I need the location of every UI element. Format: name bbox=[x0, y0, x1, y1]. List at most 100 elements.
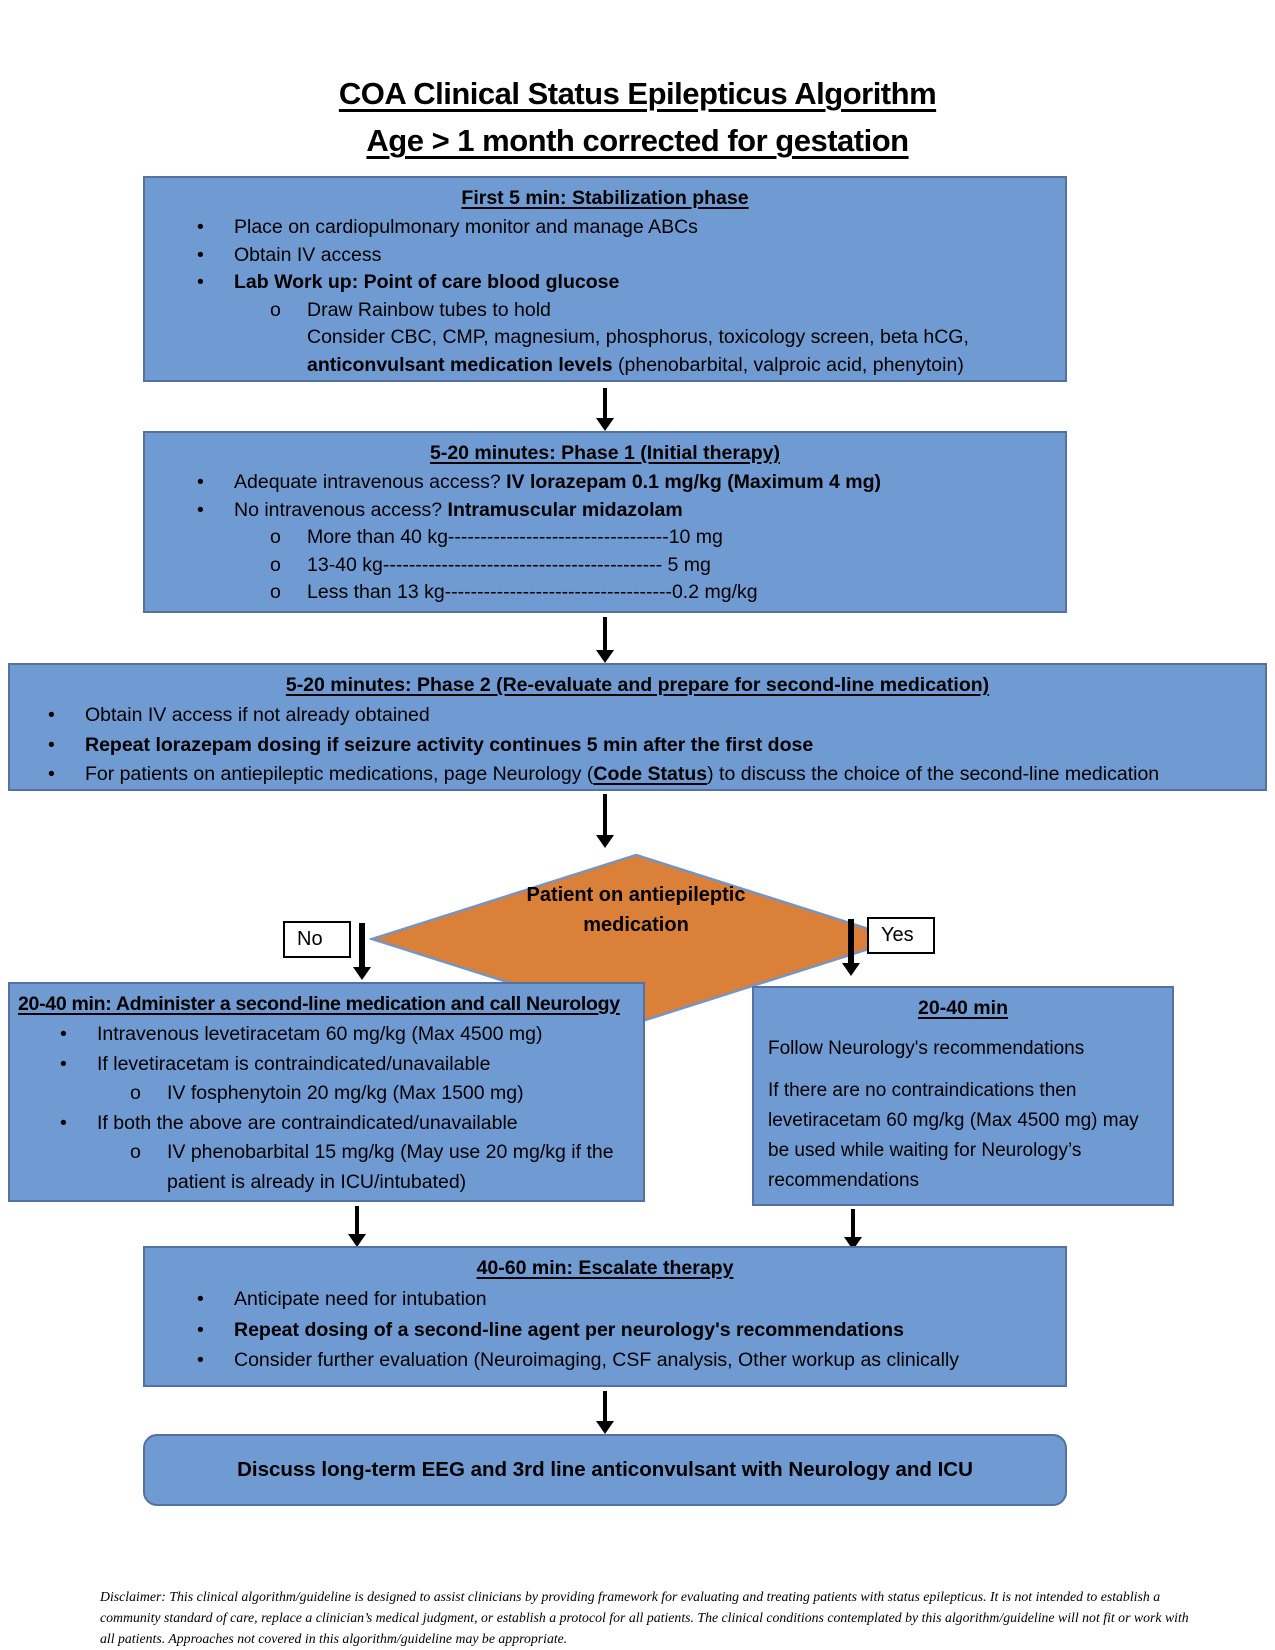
line: o Less than 13 kg------------------------… bbox=[145, 579, 1065, 607]
line-text: Place on cardiopulmonary monitor and man… bbox=[234, 216, 698, 238]
line-text: Intravenous levetiracetam 60 mg/kg (Max … bbox=[97, 1023, 543, 1045]
line-text: Less than 13 kg-------------------------… bbox=[307, 581, 758, 603]
line: • Obtain IV access if not already obtaine… bbox=[10, 701, 1265, 731]
phase2-box: 5-20 minutes: Phase 2 (Re-evaluate and p… bbox=[8, 663, 1267, 791]
line-text: anticonvulsant medication levels (phenob… bbox=[307, 353, 964, 376]
bullet-marker: • bbox=[60, 1111, 67, 1134]
follow-neurology-lines: Follow Neurology's recommendations If the… bbox=[754, 1034, 1172, 1196]
second-line-heading: 20-40 min: Administer a second-line medi… bbox=[18, 993, 620, 1015]
escalate-lines: •Anticipate need for intubation•Repeat d… bbox=[145, 1284, 1065, 1376]
line: anticonvulsant medication levels (phenob… bbox=[145, 352, 1065, 380]
line: • Adequate intravenous access? IV lorazep… bbox=[145, 469, 1065, 497]
follow-neurology-heading: 20-40 min bbox=[918, 997, 1008, 1019]
line-text: If levetiracetam is contraindicated/unav… bbox=[97, 1052, 491, 1075]
line: • Repeat lorazepam dosing if seizure acti… bbox=[10, 731, 1265, 761]
final-recommendation-box: Discuss long-term EEG and 3rd line antic… bbox=[143, 1434, 1067, 1506]
second-line-lines: • Intravenous levetiracetam 60 mg/kg (Max… bbox=[10, 1020, 643, 1197]
arrow-stem bbox=[355, 1206, 359, 1234]
line-text: Obtain IV access if not already obtained bbox=[85, 704, 430, 726]
phase1-heading: 5-20 minutes: Phase 1 (Initial therapy) bbox=[429, 442, 781, 464]
line-text: Consider CBC, CMP, magnesium, phosphorus… bbox=[307, 326, 969, 348]
circle-marker: o bbox=[130, 1082, 141, 1104]
phase2-lines: • Obtain IV access if not already obtaine… bbox=[10, 701, 1265, 790]
arrow-stem bbox=[603, 388, 607, 418]
line: • Obtain IV access bbox=[145, 242, 1065, 270]
line-text: Follow Neurology's recommendations bbox=[768, 1038, 1085, 1059]
yes-label-box: Yes bbox=[867, 917, 935, 954]
no-label: No bbox=[297, 928, 323, 950]
line-text: Repeat dosing of a second-line agent per… bbox=[234, 1318, 904, 1341]
line: o IV fosphenytoin 20 mg/kg (Max 1500 mg) bbox=[10, 1079, 643, 1109]
arrow-stem bbox=[603, 1391, 607, 1421]
bullet-marker: • bbox=[60, 1023, 67, 1045]
line: • Consider further evaluation (Neuroimagi… bbox=[145, 1345, 1065, 1376]
follow-neurology-box: 20-40 min Follow Neurology's recommendat… bbox=[752, 986, 1174, 1206]
second-line-medication-box: 20-40 min: Administer a second-line medi… bbox=[8, 982, 645, 1202]
line: o More than 40 kg------------------------… bbox=[145, 524, 1065, 552]
page-title-line2: Age > 1 month corrected for gestation bbox=[366, 123, 909, 158]
bullet-marker: • bbox=[197, 271, 204, 293]
line: If there are no contraindications then l… bbox=[754, 1076, 1172, 1196]
arrow-stem bbox=[603, 794, 607, 835]
phase1-box: 5-20 minutes: Phase 1 (Initial therapy) … bbox=[143, 431, 1067, 613]
line-text: Draw Rainbow tubes to hold bbox=[307, 298, 551, 321]
line: •If levetiracetam is contraindicated/una… bbox=[10, 1050, 643, 1080]
circle-marker: o bbox=[270, 581, 281, 603]
line-text: If there are no contraindications then l… bbox=[768, 1080, 1139, 1191]
escalate-therapy-box: 40-60 min: Escalate therapy •Anticipate … bbox=[143, 1246, 1067, 1387]
decision-label-line1: Patient on antiepileptic bbox=[526, 884, 746, 906]
line-text: IV phenobarbital 15 mg/kg (May use 20 mg… bbox=[167, 1141, 614, 1163]
arrow-head-icon bbox=[353, 967, 371, 980]
arrow-stem bbox=[603, 617, 607, 650]
line-text: More than 40 kg-------------------------… bbox=[307, 526, 723, 548]
page-title: COA Clinical Status Epilepticus Algorith… bbox=[0, 70, 1275, 164]
line: • If both the above are contraindicated/u… bbox=[10, 1109, 643, 1139]
bullet-marker: • bbox=[48, 733, 55, 756]
line: • Place on cardiopulmonary monitor and ma… bbox=[145, 214, 1065, 242]
line: •Anticipate need for intubation bbox=[145, 1284, 1065, 1315]
arrow-head-icon bbox=[348, 1234, 366, 1247]
line-text: Consider further evaluation (Neuroimagin… bbox=[234, 1349, 960, 1371]
bullet-marker: • bbox=[197, 498, 204, 521]
final-recommendation-text: Discuss long-term EEG and 3rd line antic… bbox=[237, 1458, 973, 1481]
yes-branch-arrow bbox=[840, 919, 862, 976]
phase1-lines: • Adequate intravenous access? IV lorazep… bbox=[145, 469, 1065, 607]
arrow-stem bbox=[847, 919, 855, 963]
bullet-marker: • bbox=[48, 763, 55, 785]
flow-arrow-down-1 bbox=[594, 388, 616, 431]
arrow-head-icon bbox=[596, 835, 614, 848]
bullet-marker: • bbox=[197, 216, 204, 238]
line: •No intravenous access? Intramuscular mi… bbox=[145, 497, 1065, 525]
line-text: Lab Work up: Point of care blood glucose bbox=[234, 271, 620, 293]
bullet-marker: • bbox=[48, 704, 55, 726]
bullet-marker: • bbox=[197, 243, 204, 266]
bullet-marker: • bbox=[197, 471, 204, 493]
line-text: If both the above are contraindicated/un… bbox=[97, 1111, 518, 1134]
arrow-head-icon bbox=[596, 418, 614, 431]
line-text: Obtain IV access bbox=[234, 243, 382, 266]
escalate-heading: 40-60 min: Escalate therapy bbox=[476, 1257, 734, 1279]
stabilization-phase-box: First 5 min: Stabilization phase • Place … bbox=[143, 176, 1067, 382]
flow-arrow-down-4 bbox=[594, 1391, 616, 1434]
stabilization-lines: • Place on cardiopulmonary monitor and ma… bbox=[145, 214, 1065, 379]
circle-marker: o bbox=[270, 526, 281, 548]
phase2-heading: 5-20 minutes: Phase 2 (Re-evaluate and p… bbox=[285, 674, 990, 696]
disclaimer-text: Disclaimer: This clinical algorithm/guid… bbox=[100, 1589, 1189, 1646]
flow-arrow-down-right bbox=[842, 1209, 864, 1250]
line-text: Adequate intravenous access? IV lorazepa… bbox=[234, 471, 882, 493]
arrow-stem bbox=[851, 1209, 855, 1237]
line-text: Repeat lorazepam dosing if seizure activ… bbox=[85, 733, 814, 756]
decision-label-line2: medication bbox=[583, 914, 689, 936]
flow-arrow-down-2 bbox=[594, 617, 616, 663]
line: Follow Neurology's recommendations bbox=[754, 1034, 1172, 1064]
yes-label: Yes bbox=[881, 924, 914, 946]
line: •Repeat dosing of a second-line agent pe… bbox=[145, 1315, 1065, 1346]
line-text: IV fosphenytoin 20 mg/kg (Max 1500 mg) bbox=[167, 1082, 524, 1104]
line: •For patients on antiepileptic medicatio… bbox=[10, 760, 1265, 790]
line: • Intravenous levetiracetam 60 mg/kg (Max… bbox=[10, 1020, 643, 1050]
no-label-box: No bbox=[283, 921, 351, 958]
bullet-marker: • bbox=[197, 1349, 204, 1371]
stabilization-heading: First 5 min: Stabilization phase bbox=[461, 187, 749, 209]
